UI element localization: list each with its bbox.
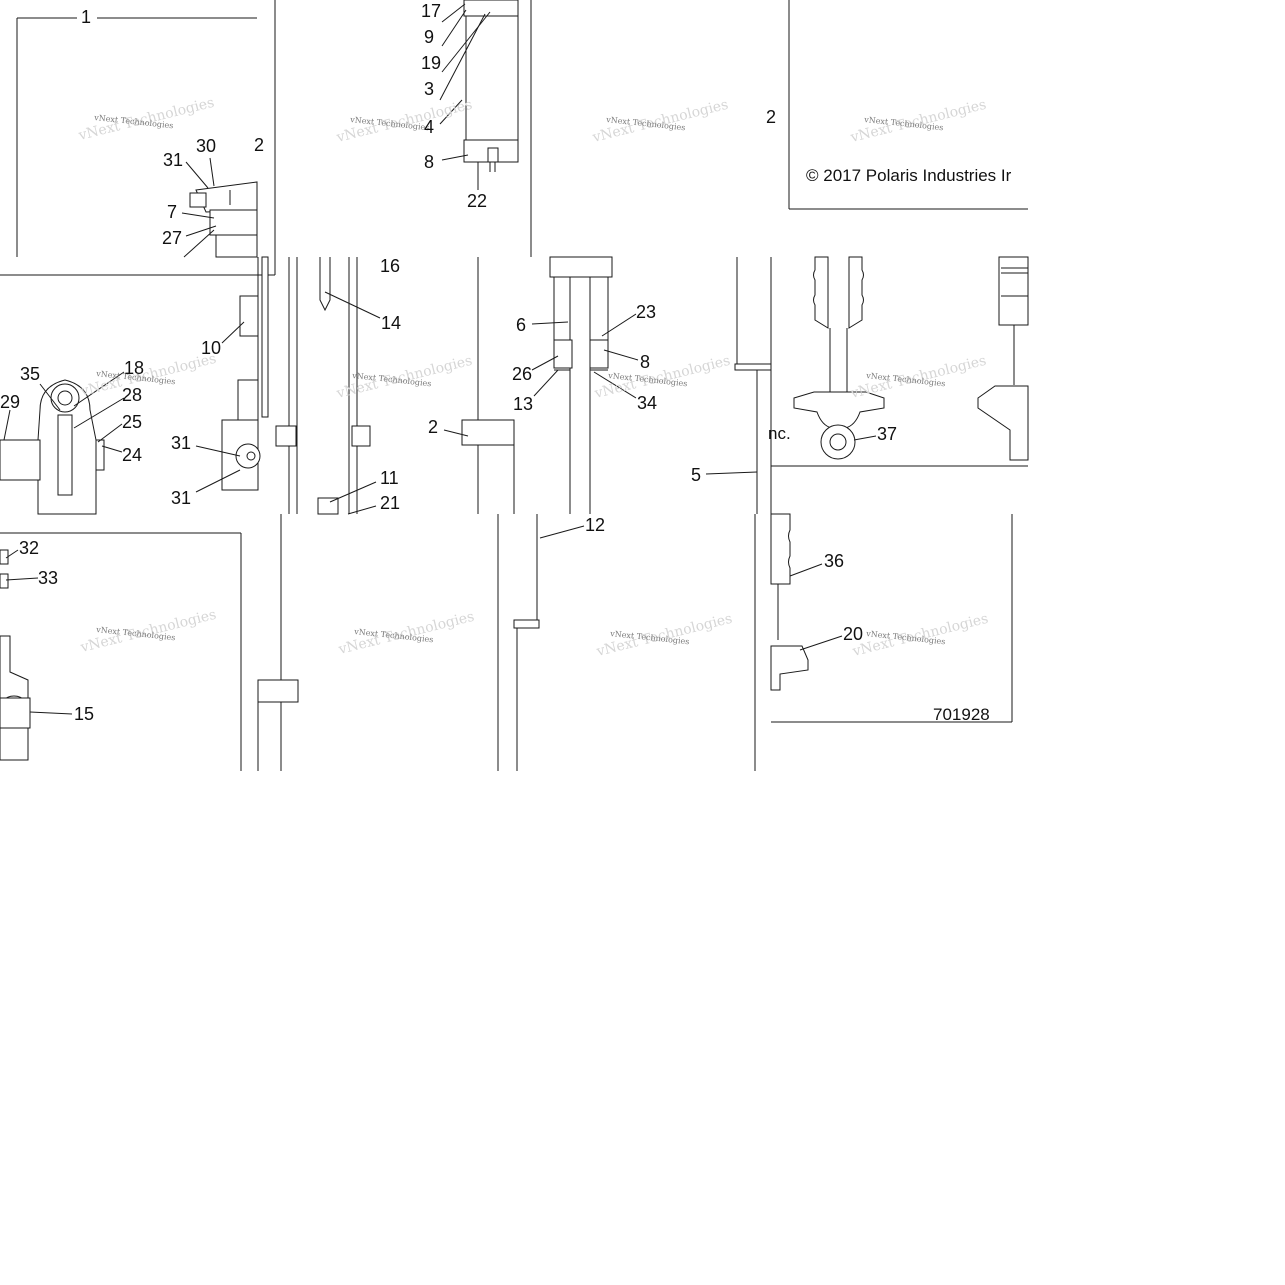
callout-18: 18 <box>124 358 144 378</box>
callout-1: 1 <box>81 7 91 27</box>
callout-26: 26 <box>512 364 532 384</box>
callout-27: 27 <box>162 228 182 248</box>
callout-31: 31 <box>171 488 191 508</box>
callout-2: 2 <box>428 417 438 437</box>
callout-3: 3 <box>424 79 434 99</box>
callout-31: 31 <box>163 150 183 170</box>
callout-17: 17 <box>421 1 441 21</box>
callout-28: 28 <box>122 385 142 405</box>
callout-20: 20 <box>843 624 863 644</box>
callout-32: 32 <box>19 538 39 558</box>
reference-number: 701928 <box>933 705 990 724</box>
tile-frames <box>0 0 1028 771</box>
callout-5: 5 <box>691 465 701 485</box>
callout-29: 29 <box>0 392 20 412</box>
callout-21: 21 <box>380 493 400 513</box>
callout-19: 19 <box>421 53 441 73</box>
callout-13: 13 <box>513 394 533 414</box>
shock-drawing <box>0 0 1029 771</box>
copyright-fragment: nc. <box>768 424 791 443</box>
callout-36: 36 <box>824 551 844 571</box>
callout-25: 25 <box>122 412 142 432</box>
callout-10: 10 <box>201 338 221 358</box>
callout-15: 15 <box>74 704 94 724</box>
callout-35: 35 <box>20 364 40 384</box>
edge-fragment: 2 <box>766 107 776 127</box>
callout-7: 7 <box>167 202 177 222</box>
callout-8: 8 <box>640 352 650 372</box>
callout-37: 37 <box>877 424 897 444</box>
callout-labels: 1 17 9 19 3 4 8 22 30 31 7 27 16 14 10 6… <box>0 1 897 724</box>
callout-24: 24 <box>122 445 142 465</box>
callout-9: 9 <box>424 27 434 47</box>
callout-11: 11 <box>380 468 399 488</box>
callout-22: 22 <box>467 191 487 211</box>
callout-14: 14 <box>381 313 401 333</box>
callout-33: 33 <box>38 568 58 588</box>
callout-12: 12 <box>585 515 605 535</box>
copyright-text: © 2017 Polaris Industries Ir <box>806 166 1012 185</box>
callout-16: 16 <box>380 256 400 276</box>
callout-6: 6 <box>516 315 526 335</box>
callout-4: 4 <box>424 117 434 137</box>
leader-lines <box>3 3 877 715</box>
callout-8: 8 <box>424 152 434 172</box>
edge-fragment: 2 <box>254 135 264 155</box>
credits: © 2017 Polaris Industries Ir nc. 2 2 701… <box>254 107 1012 724</box>
callout-34: 34 <box>637 393 657 413</box>
callout-23: 23 <box>636 302 656 322</box>
callout-30: 30 <box>196 136 216 156</box>
callout-31: 31 <box>171 433 191 453</box>
